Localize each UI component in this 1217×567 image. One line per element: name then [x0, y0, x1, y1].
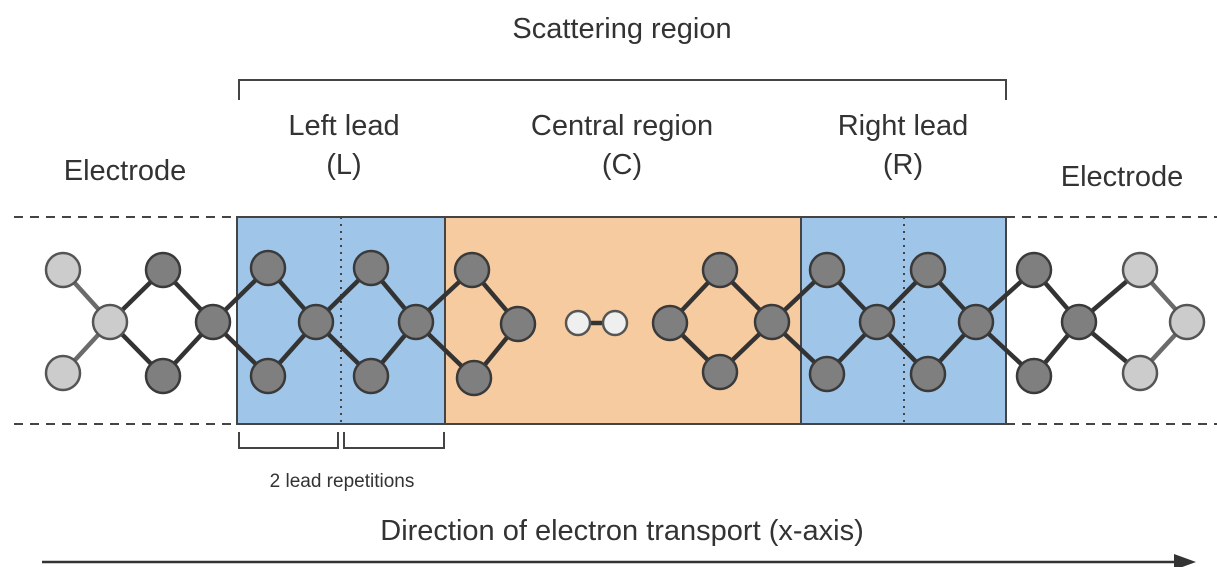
atom-white	[601, 309, 629, 337]
atom-light	[1121, 354, 1159, 392]
atom-dark	[701, 353, 739, 391]
atom-dark	[858, 303, 896, 341]
atom-dark	[909, 251, 947, 289]
scattering-region-label: Scattering region	[512, 13, 731, 45]
atom-dark	[909, 355, 947, 393]
central-region-label: Central region	[531, 110, 713, 142]
atom-dark	[455, 359, 493, 397]
atom-dark	[808, 355, 846, 393]
atom-dark	[297, 303, 335, 341]
atom-dark	[397, 303, 435, 341]
atom-dark	[701, 251, 739, 289]
atom-dark	[1015, 251, 1053, 289]
right-lead-label: Right lead	[838, 110, 969, 142]
transport-direction-label: Direction of electron transport (x-axis)	[380, 515, 864, 547]
atom-dark	[753, 303, 791, 341]
scattering-bracket	[238, 79, 1007, 100]
central-region-symbol: (C)	[602, 149, 642, 181]
atom-dark	[249, 249, 287, 287]
atoms	[44, 249, 1206, 397]
lead-repetitions-label: 2 lead repetitions	[270, 471, 415, 492]
lead-repetition-bracket-2	[343, 432, 445, 449]
atom-dark	[453, 251, 491, 289]
atom-light	[44, 251, 82, 289]
atom-light	[1168, 303, 1206, 341]
atom-dark	[499, 305, 537, 343]
atom-dark	[352, 357, 390, 395]
atom-dark	[651, 304, 689, 342]
atom-light	[44, 354, 82, 392]
right-lead-symbol: (R)	[883, 149, 923, 181]
right-electrode-label: Electrode	[1061, 161, 1184, 193]
atom-dark	[249, 357, 287, 395]
boundary-lines	[14, 216, 1217, 425]
atom-dark	[1015, 357, 1053, 395]
left-electrode-label: Electrode	[64, 155, 187, 187]
atom-light	[1121, 251, 1159, 289]
atom-dark	[144, 251, 182, 289]
atom-dark	[957, 303, 995, 341]
atom-white	[564, 309, 592, 337]
atom-dark	[1060, 303, 1098, 341]
atom-dark	[194, 303, 232, 341]
lead-repetition-bracket-1	[238, 432, 339, 449]
atom-dark	[352, 249, 390, 287]
transport-arrowhead	[1174, 554, 1196, 567]
left-lead-symbol: (L)	[326, 149, 361, 181]
atom-dark	[808, 251, 846, 289]
atom-dark	[144, 357, 182, 395]
left-lead-label: Left lead	[288, 110, 399, 142]
atom-light	[91, 303, 129, 341]
